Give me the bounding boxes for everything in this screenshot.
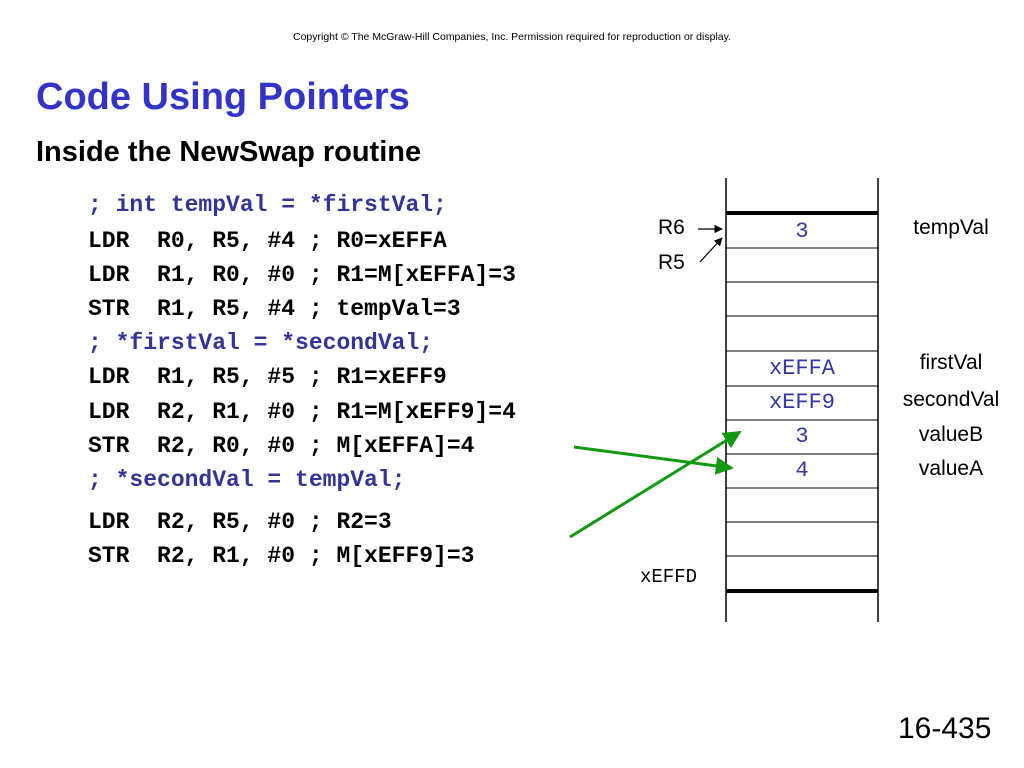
r5-label: R5 xyxy=(658,251,685,274)
slide-subtitle: Inside the NewSwap routine xyxy=(36,136,422,168)
code-comment-2: ; *firstVal = *secondVal; xyxy=(88,330,434,356)
code-line-2: LDR R0, R5, #4 ; R0=xEFFA xyxy=(88,228,447,254)
code-line-7: LDR R2, R1, #0 ; R1=M[xEFF9]=4 xyxy=(88,399,516,425)
copyright-notice: Copyright © The McGraw-Hill Companies, I… xyxy=(292,31,732,43)
code-line-11: STR R2, R1, #0 ; M[xEFF9]=3 xyxy=(88,543,475,569)
stack-cell-valueb: 3 xyxy=(795,424,809,449)
stack-cell-secondval: xEFF9 xyxy=(768,390,835,415)
code-comment-1: ; int tempVal = *firstVal; xyxy=(88,192,447,218)
r5-arrow xyxy=(699,237,723,263)
code-line-8: STR R2, R0, #0 ; M[xEFFA]=4 xyxy=(88,433,475,459)
firstval-label: firstVal xyxy=(919,351,983,374)
valuea-label: valueA xyxy=(918,457,984,480)
secondval-label: secondVal xyxy=(902,388,1000,411)
green-arrow-to-valuea xyxy=(573,445,734,475)
bottom-address-label: xEFFD xyxy=(640,566,698,588)
tempval-label: tempVal xyxy=(913,216,989,239)
code-line-10: LDR R2, R5, #0 ; R2=3 xyxy=(88,509,392,535)
stack-cell-firstval: xEFFA xyxy=(768,356,835,381)
r6-label: R6 xyxy=(658,216,685,239)
valueb-label: valueB xyxy=(918,423,984,446)
page-number: 16-435 xyxy=(898,712,992,745)
green-arrow-to-valueb xyxy=(569,430,742,539)
code-line-4: STR R1, R5, #4 ; tempVal=3 xyxy=(88,296,461,322)
code-line-6: LDR R1, R5, #5 ; R1=xEFF9 xyxy=(88,364,447,390)
slide-title: Code Using Pointers xyxy=(36,76,410,118)
stack-cell-valuea: 4 xyxy=(795,458,809,483)
stack-cell-tempval: 3 xyxy=(795,219,809,244)
code-line-3: LDR R1, R0, #0 ; R1=M[xEFFA]=3 xyxy=(88,262,516,288)
code-comment-3: ; *secondVal = tempVal; xyxy=(88,467,406,493)
